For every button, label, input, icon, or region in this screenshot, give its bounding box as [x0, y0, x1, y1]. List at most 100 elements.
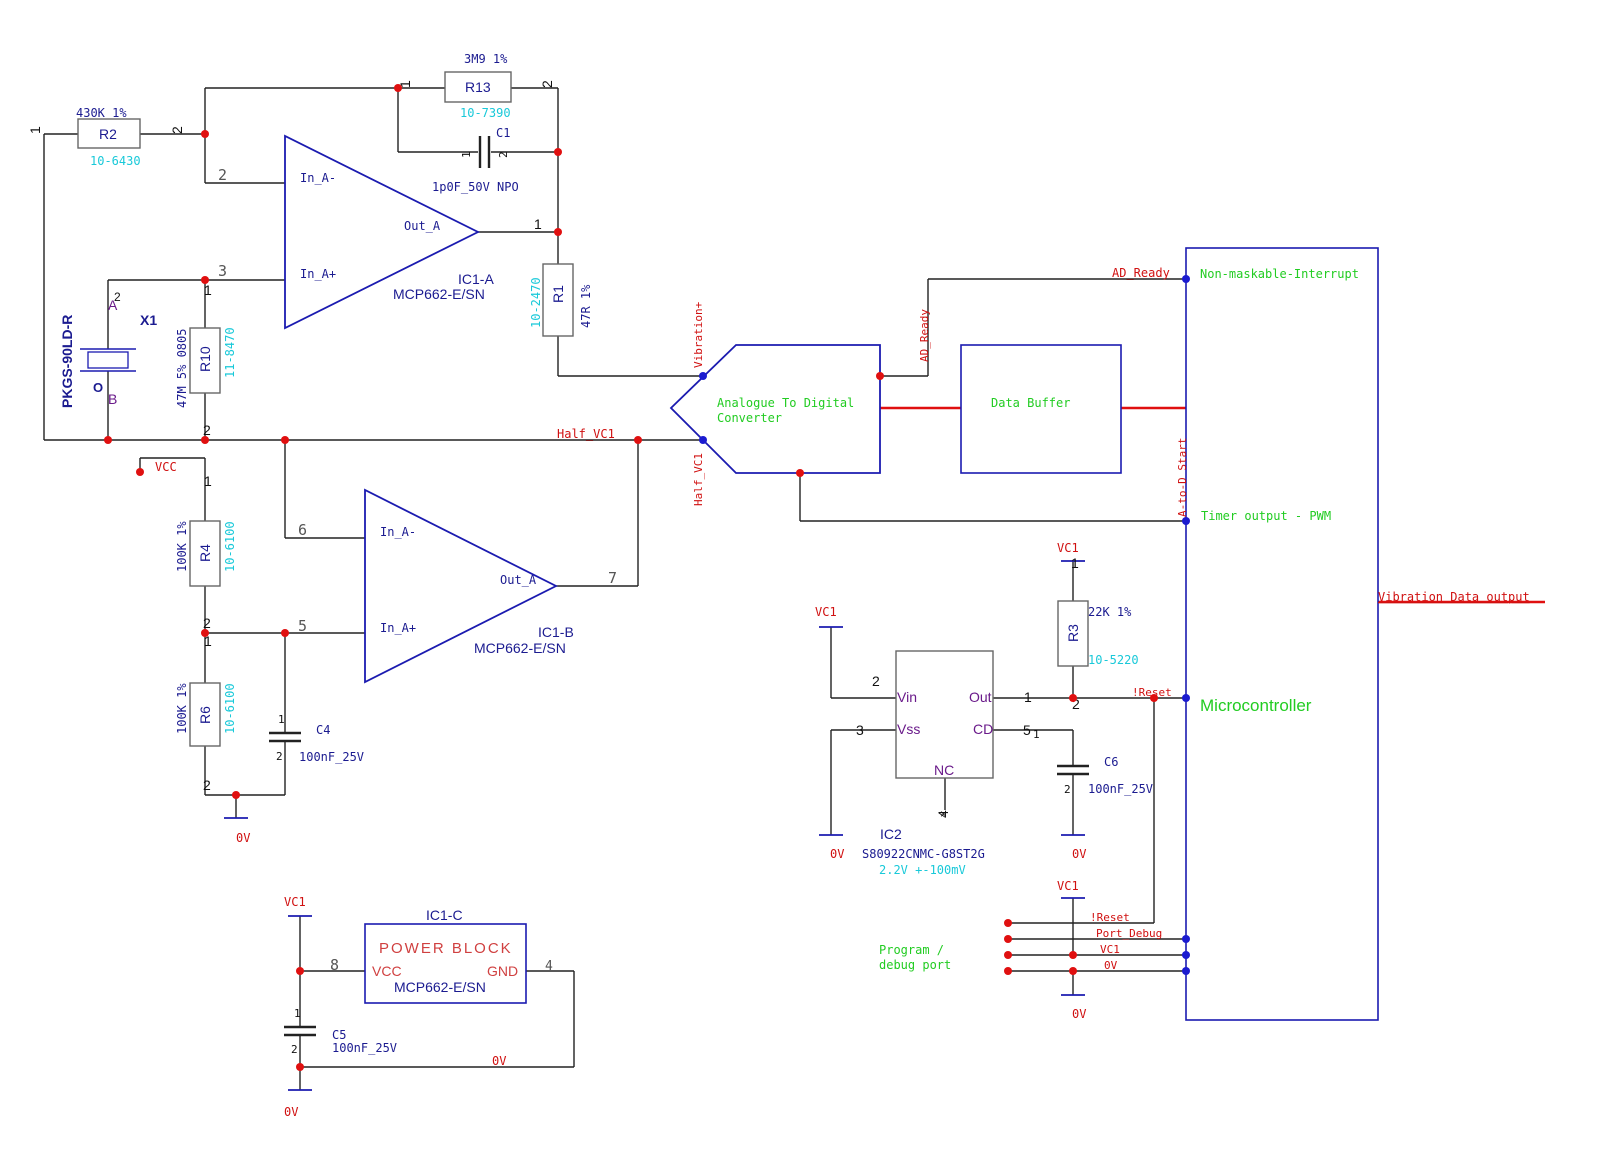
c6-pin2: 2 [1064, 783, 1071, 796]
ic1c-part: MCP662-E/SN [394, 979, 486, 995]
r3-ref: R3 [1065, 624, 1081, 642]
adc-label-line2: Converter [717, 411, 782, 425]
sensor-x1: X1 PKGS-90LD-R A 2 B O [59, 290, 157, 408]
c6-ref: C6 [1104, 755, 1118, 769]
power-block-ic1c: IC1-C POWER BLOCK VCC GND MCP662-E/SN 8 … [330, 907, 553, 1004]
c5-pin1: 1 [294, 1007, 301, 1020]
ic2-vss: Vss [897, 721, 920, 737]
half-vc1-net-label: Half_VC1 [557, 427, 615, 441]
r6-ref: R6 [197, 706, 213, 724]
r13-value: 3M9 1% [464, 52, 508, 66]
r10-pin2: 2 [203, 422, 211, 438]
debug-port-label-2: debug port [879, 958, 951, 972]
data-buses [880, 406, 1545, 604]
x1-pin-b: B [108, 391, 117, 407]
gnd-label-debug: 0V [1072, 1007, 1086, 1021]
r3-value: 22K 1% [1088, 605, 1132, 619]
opamp-ic1a: In_A- In_A+ Out_A IC1-A MCP662-E/SN 2 3 … [218, 134, 542, 330]
ic2-pin-out: 1 [1024, 689, 1032, 705]
adc-label-line1: Analogue To Digital [717, 396, 854, 410]
debug-port: VC1 !Reset Port_Debug VC1 0V Program / d… [879, 879, 1162, 1021]
r10-value: 47M 5% 0805 [175, 329, 189, 408]
r4-value: 100K 1% [175, 521, 189, 572]
r10-pin1: 1 [204, 282, 212, 298]
r4-part: 10-6100 [223, 521, 237, 572]
power-symbols [224, 560, 1085, 1091]
ic2-pin-cd: 5 [1023, 722, 1031, 738]
ic2-pin-vss: 3 [856, 722, 864, 738]
resistor-r13: R13 3M9 1% 10-7390 1 2 [397, 52, 555, 120]
c5-value: 100nF_25V [332, 1041, 397, 1055]
c4-value: 100nF_25V [299, 750, 364, 764]
r3-pin1: 1 [1071, 555, 1079, 571]
resistor-r4: R4 100K 1% 10-6100 1 2 [175, 473, 237, 631]
ic1a-pin-out: 1 [534, 216, 542, 232]
ic1c-pin-vcc: 8 [330, 956, 339, 974]
r2-pin1: 1 [27, 126, 43, 134]
gnd-label-ic2: 0V [830, 847, 844, 861]
ic1b-in-minus: In_A- [380, 525, 416, 539]
adc-pin-half: Half_VC1 [692, 453, 705, 506]
data-buffer-block: Data Buffer [960, 344, 1122, 474]
r4-ref: R4 [197, 544, 213, 562]
r13-pin1: 1 [397, 80, 413, 88]
debug-reset-label: !Reset [1090, 911, 1130, 924]
x1-ref: X1 [140, 312, 157, 328]
r1-value: 47R 1% [579, 284, 593, 328]
ic1a-in-minus: In_A- [300, 171, 336, 185]
ic1b-pin-minus: 6 [298, 521, 307, 539]
gnd-label-r6: 0V [236, 831, 250, 845]
x1-part: PKGS-90LD-R [59, 315, 75, 408]
vc1-label-ic2: VC1 [815, 605, 837, 619]
resistor-r10: R10 47M 5% 0805 11-8470 1 2 [175, 282, 237, 438]
c6-pin1: 1 [1033, 728, 1040, 741]
gnd-label-power: 0V [284, 1105, 298, 1119]
vc1-label-debug: VC1 [1057, 879, 1079, 893]
ic1c-pin-gnd: 4 [545, 959, 553, 974]
ad-ready-net-label: AD_Ready [1112, 266, 1170, 280]
capacitor-c6: C6 100nF_25V 1 2 [1033, 728, 1153, 796]
ic1a-in-plus: In_A+ [300, 267, 336, 281]
mcu-output-label: Vibration Data output [1378, 590, 1530, 604]
capacitor-c4: C4 100nF_25V 1 2 [269, 713, 364, 764]
ic1a-pin-minus: 2 [218, 166, 227, 184]
ic1b-ref: IC1-B [538, 624, 574, 640]
ic1a-ref: IC1-A [458, 271, 494, 287]
c1-value: 1p0F_50V NPO [432, 180, 519, 194]
r2-value: 430K 1% [76, 106, 127, 120]
ic1b-out: Out_A [500, 573, 537, 587]
r13-part: 10-7390 [460, 106, 511, 120]
r1-ref: R1 [550, 285, 566, 303]
ic1a-out: Out_A [404, 219, 441, 233]
capacitor-c1: C1 1p0F_50V NPO 1 2 [432, 126, 519, 194]
debug-port-label-1: Program / [879, 943, 944, 957]
mcu-label: Microcontroller [1200, 696, 1312, 715]
ic2-out: Out [969, 689, 992, 705]
vc1-label-power: VC1 [284, 895, 306, 909]
c6-value: 100nF_25V [1088, 782, 1153, 796]
mcu-pin-timer: Timer output - PWM [1201, 509, 1331, 523]
r4-pin1: 1 [204, 473, 212, 489]
x1-pin-o: O [93, 380, 103, 395]
nc-x-mark: × [940, 807, 947, 821]
c4-pin2: 2 [276, 750, 283, 763]
ic1c-gnd: GND [487, 963, 518, 979]
c5-ref: C5 [332, 1028, 346, 1042]
ic1b-in-plus: In_A+ [380, 621, 416, 635]
r2-ref: R2 [99, 126, 117, 142]
r13-pin2: 2 [539, 80, 555, 88]
c4-ref: C4 [316, 723, 330, 737]
mcu-pin-nmi: Non-maskable-Interrupt [1200, 267, 1359, 281]
r3-part: 10-5220 [1088, 653, 1139, 667]
r10-part: 11-8470 [223, 327, 237, 378]
mcu-pin-ad-start: A-to-D Start [1176, 438, 1189, 517]
wires [43, 87, 1186, 1090]
ic2-vin: Vin [897, 689, 917, 705]
ic2-note: 2.2V +-100mV [879, 863, 966, 877]
vcc-net-label: VCC [155, 460, 177, 474]
r2-part: 10-6430 [90, 154, 141, 168]
ic2-part: S80922CNMC-G8ST2G [862, 847, 985, 861]
capacitor-c5: C5 100nF_25V 1 2 [284, 1007, 397, 1056]
ic1a-pin-plus: 3 [218, 262, 227, 280]
